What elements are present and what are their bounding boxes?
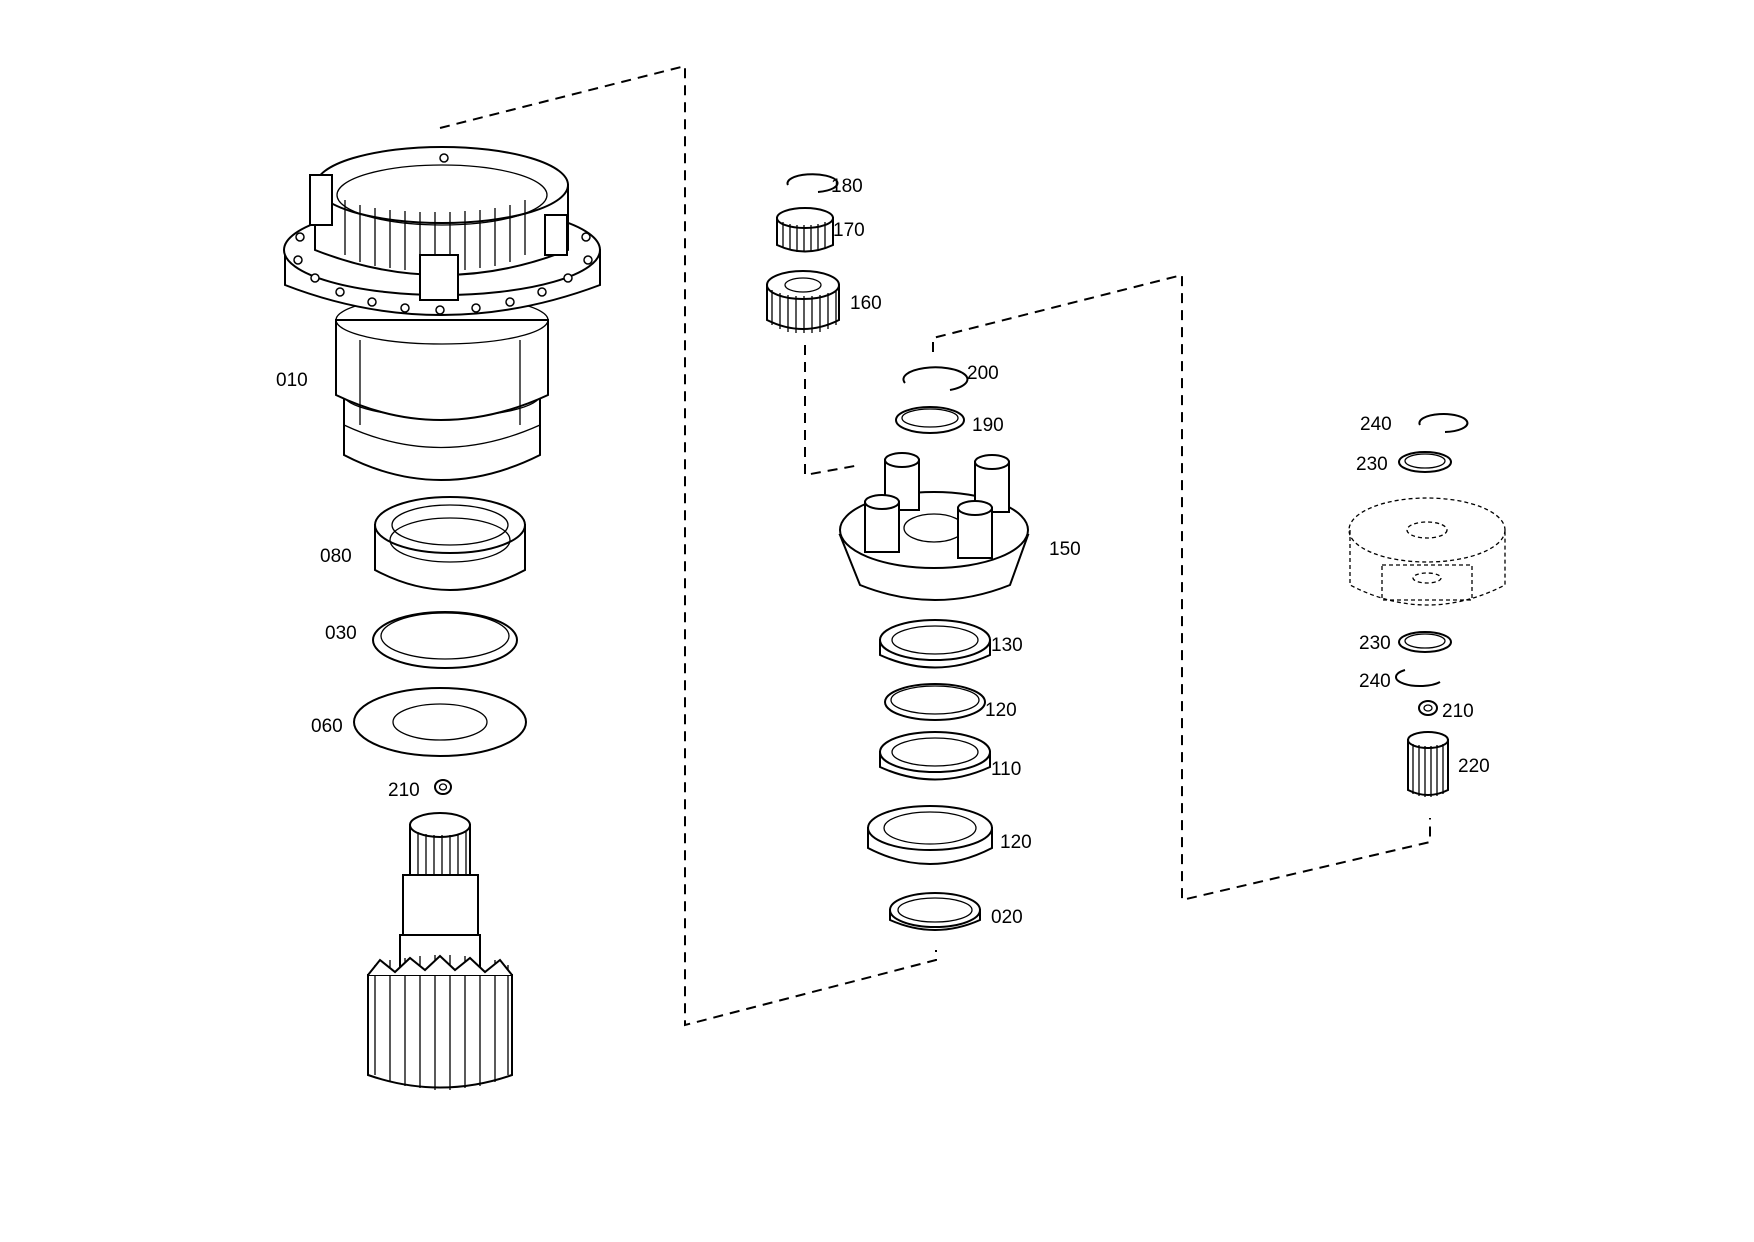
part-label-240-lower: 240 bbox=[1359, 671, 1391, 692]
part-label-110: 110 bbox=[991, 759, 1022, 780]
ring-230-upper bbox=[1398, 451, 1452, 473]
nut-210-right bbox=[1418, 700, 1438, 716]
part-label-030: 030 bbox=[325, 623, 357, 644]
part-label-230-lower: 230 bbox=[1359, 633, 1391, 654]
planet-carrier-150 bbox=[838, 452, 1030, 601]
nut-210-left bbox=[434, 779, 452, 795]
ring-230-lower bbox=[1398, 631, 1452, 653]
part-label-230-upper: 230 bbox=[1356, 454, 1388, 475]
part-label-210-left: 210 bbox=[388, 780, 420, 801]
ring-190 bbox=[895, 406, 965, 434]
planet-gear-160 bbox=[766, 270, 840, 333]
assembly-leader-lines bbox=[439, 64, 1431, 1027]
ring-120-upper bbox=[884, 683, 986, 721]
part-label-080: 080 bbox=[320, 546, 352, 567]
part-label-220: 220 bbox=[1458, 756, 1490, 777]
ring-110 bbox=[879, 731, 991, 781]
part-label-210-right: 210 bbox=[1442, 701, 1474, 722]
ring-130 bbox=[879, 619, 991, 669]
pinion-shaft bbox=[367, 812, 513, 1090]
part-label-010: 010 bbox=[276, 370, 308, 391]
needle-bearing-170 bbox=[776, 207, 834, 253]
part-label-190: 190 bbox=[972, 415, 1004, 436]
bearing-080 bbox=[374, 496, 526, 591]
part-label-060: 060 bbox=[311, 716, 343, 737]
ring-030 bbox=[372, 611, 518, 669]
snap-ring-180 bbox=[786, 173, 839, 193]
pinion-220 bbox=[1407, 731, 1449, 797]
shim-060 bbox=[353, 687, 527, 757]
part-label-170: 170 bbox=[833, 220, 865, 241]
snap-ring-200 bbox=[902, 366, 969, 391]
part-label-120-upper: 120 bbox=[985, 700, 1017, 721]
part-label-200: 200 bbox=[967, 363, 999, 384]
part-label-020: 020 bbox=[991, 907, 1023, 928]
ring-020 bbox=[889, 892, 981, 931]
part-label-150: 150 bbox=[1049, 539, 1081, 560]
housing-010 bbox=[283, 146, 601, 481]
part-label-180: 180 bbox=[831, 176, 863, 197]
carrier-ghost bbox=[1348, 497, 1506, 606]
snap-ring-240-lower bbox=[1395, 669, 1441, 688]
part-label-130: 130 bbox=[991, 635, 1023, 656]
part-label-120-lower: 120 bbox=[1000, 832, 1032, 853]
part-label-160: 160 bbox=[850, 293, 882, 314]
part-label-240-upper: 240 bbox=[1360, 414, 1392, 435]
snap-ring-240-upper bbox=[1418, 413, 1469, 433]
bearing-120-lower bbox=[867, 805, 993, 865]
